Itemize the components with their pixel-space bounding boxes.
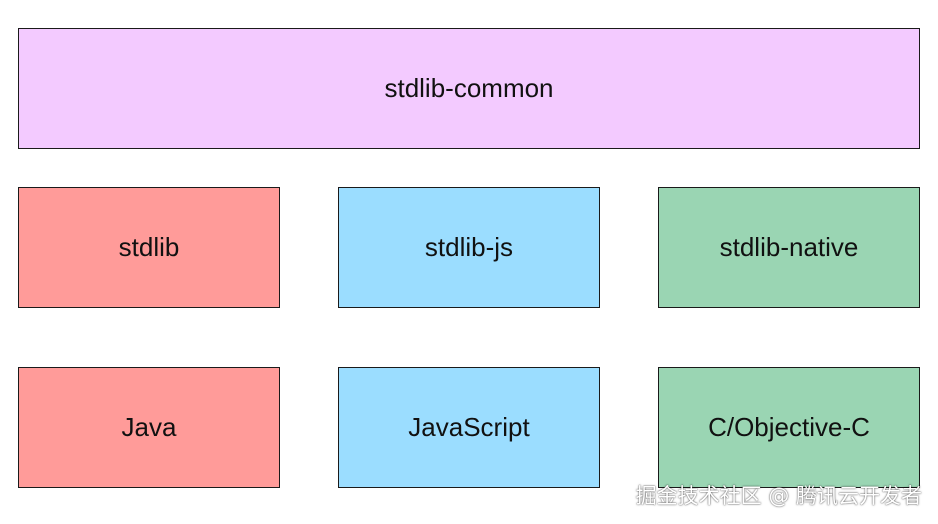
java-label: Java [121, 412, 177, 442]
stdlib-native-label: stdlib-native [719, 232, 859, 262]
javascript-box: JavaScript [338, 367, 600, 488]
c-objective-c-box: C/Objective-C [658, 367, 920, 488]
c-objective-c-label: C/Objective-C [708, 412, 870, 442]
watermark: 掘金技术社区 @ 腾讯云开发者 [635, 484, 922, 508]
stdlib-js-label: stdlib-js [424, 232, 514, 262]
stdlib-js-box: stdlib-js [338, 187, 600, 308]
stdlib-label: stdlib [118, 232, 180, 262]
java-box: Java [18, 367, 280, 488]
stdlib-native-box: stdlib-native [658, 187, 920, 308]
stdlib-common-label: stdlib-common [384, 73, 554, 103]
javascript-label: JavaScript [408, 412, 530, 442]
stdlib-common-box: stdlib-common [18, 28, 920, 149]
stdlib-box: stdlib [18, 187, 280, 308]
